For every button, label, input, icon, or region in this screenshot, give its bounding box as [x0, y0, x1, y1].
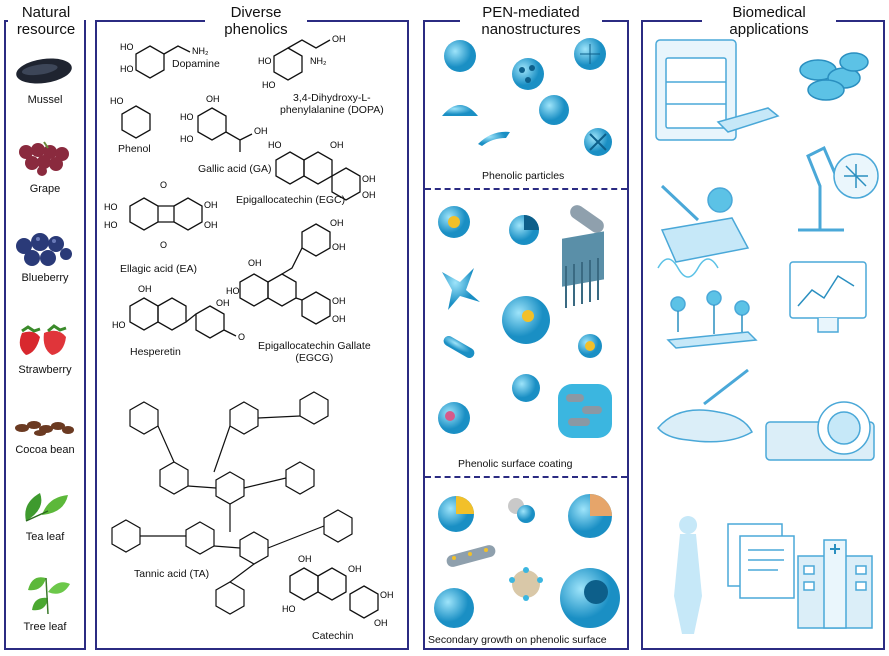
dopa-structure: HO HO OH NH₂	[258, 34, 346, 90]
section-label-phenolic-particles: Phenolic particles	[482, 170, 565, 182]
svg-text:OH: OH	[380, 590, 394, 600]
resource-label-strawberry: Strawberry	[18, 364, 72, 376]
resource-label-mussel: Mussel	[27, 94, 63, 106]
catechin-structure: OH HO OH OH OH	[282, 554, 394, 628]
svg-text:HO: HO	[180, 112, 194, 122]
svg-text:O: O	[160, 180, 167, 190]
ellagic-acid-structure: O HO HO OH OH O	[104, 180, 218, 250]
svg-text:HO: HO	[120, 42, 134, 52]
section-label-secondary-growth: Secondary growth on phenolic surface	[428, 634, 607, 646]
phenol-label: Phenol	[118, 143, 151, 155]
resource-label-tree-leaf: Tree leaf	[23, 621, 67, 633]
mussel-image	[16, 58, 72, 84]
svg-text:O: O	[160, 240, 167, 250]
svg-text:HO: HO	[180, 134, 194, 144]
svg-text:HO: HO	[282, 604, 296, 614]
svg-text:OH: OH	[204, 200, 218, 210]
resource-label-cocoa-bean: Cocoa bean	[15, 444, 75, 456]
secondary-growth-illustration	[434, 494, 620, 628]
tea-leaf-image	[25, 493, 68, 522]
blueberry-image	[16, 233, 72, 266]
svg-text:OH: OH	[332, 314, 346, 324]
svg-text:OH: OH	[216, 298, 230, 308]
section-label-phenolic-surface-coating: Phenolic surface coating	[458, 458, 573, 470]
egc-label: Epigallocatechin (EGC)	[236, 194, 346, 206]
egc-structure: HO OH OH OH	[268, 140, 376, 201]
phenolics-panel	[95, 20, 409, 650]
egcg-label: Epigallocatechin Gallate(EGCG)	[258, 340, 371, 364]
dopamine-structure: HO HO NH₂	[120, 42, 209, 79]
svg-text:OH: OH	[330, 140, 344, 150]
tree-leaf-image	[28, 577, 70, 615]
svg-text:OH: OH	[362, 190, 376, 200]
section-divider-2	[425, 476, 627, 478]
biomedical-illustration	[655, 39, 879, 634]
svg-text:OH: OH	[332, 34, 346, 44]
gallic-acid-structure: OH HO HO OH	[180, 94, 268, 152]
svg-text:NH₂: NH₂	[310, 56, 327, 66]
svg-text:OH: OH	[138, 284, 152, 294]
phenol-structure: HO	[110, 96, 151, 139]
grape-image	[19, 141, 69, 176]
svg-text:OH: OH	[332, 296, 346, 306]
svg-text:HO: HO	[104, 220, 118, 230]
svg-text:OH: OH	[348, 564, 362, 574]
svg-text:O: O	[238, 332, 245, 342]
svg-text:OH: OH	[362, 174, 376, 184]
egcg-structure: OH OH HO OH OH OH	[226, 218, 346, 325]
svg-text:NH₂: NH₂	[192, 46, 209, 56]
phenolic-surface-coating-illustration	[438, 205, 612, 438]
gallic-acid-label: Gallic acid (GA)	[198, 163, 272, 175]
svg-text:HO: HO	[262, 80, 276, 90]
strawberry-image	[19, 324, 67, 355]
svg-text:OH: OH	[248, 258, 262, 268]
svg-text:HO: HO	[104, 202, 118, 212]
ellagic-acid-label: Ellagic acid (EA)	[120, 263, 198, 275]
resource-label-tea-leaf: Tea leaf	[25, 531, 65, 543]
svg-text:OH: OH	[332, 242, 346, 252]
svg-text:OH: OH	[254, 126, 268, 136]
section-divider-1	[425, 188, 627, 190]
hesperetin-structure: OH HO OH O	[112, 284, 245, 342]
svg-text:HO: HO	[112, 320, 126, 330]
svg-text:OH: OH	[298, 554, 312, 564]
resource-label-grape: Grape	[29, 183, 61, 195]
cocoa-bean-image	[15, 421, 74, 436]
tannic-acid-structure	[111, 391, 353, 615]
resource-label-blueberry: Blueberry	[21, 272, 69, 284]
svg-text:HO: HO	[258, 56, 272, 66]
svg-text:HO: HO	[110, 96, 124, 106]
tannic-acid-label: Tannic acid (TA)	[134, 568, 210, 580]
svg-text:HO: HO	[268, 140, 282, 150]
dopamine-label: Dopamine	[172, 58, 220, 70]
dopa-label: 3,4-Dihydroxy-L-phenylalanine (DOPA)	[280, 92, 384, 116]
svg-text:HO: HO	[120, 64, 134, 74]
svg-text:OH: OH	[204, 220, 218, 230]
svg-text:OH: OH	[374, 618, 388, 628]
hesperetin-label: Hesperetin	[130, 346, 181, 358]
svg-text:OH: OH	[330, 218, 344, 228]
svg-text:HO: HO	[226, 286, 240, 296]
svg-text:OH: OH	[206, 94, 220, 104]
catechin-label: Catechin	[312, 630, 354, 642]
phenolic-particles-illustration	[442, 38, 612, 156]
